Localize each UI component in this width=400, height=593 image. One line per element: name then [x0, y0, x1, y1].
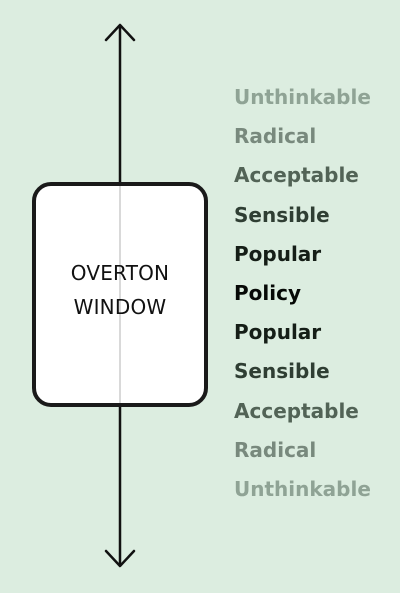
- arrow-down-icon: [104, 549, 136, 568]
- spectrum-label: Acceptable: [234, 163, 359, 188]
- window-label-line2: WINDOW: [73, 295, 167, 319]
- spectrum-label: Policy: [234, 280, 302, 305]
- spectrum-label: Popular: [234, 320, 322, 345]
- spectrum-label: Sensible: [234, 202, 330, 227]
- window-label-line1: OVERTON: [70, 261, 170, 285]
- spectrum-label: Sensible: [234, 359, 330, 384]
- spectrum-label: Popular: [234, 241, 322, 266]
- spectrum-label: Radical: [234, 437, 317, 462]
- spectrum-label: Radical: [234, 124, 317, 149]
- spectrum-label: Unthinkable: [234, 85, 371, 109]
- spectrum-label: Acceptable: [234, 398, 359, 423]
- spectrum-list: Unthinkable Radical Acceptable Sensible …: [234, 82, 371, 513]
- spectrum-label: Unthinkable: [234, 476, 371, 501]
- overton-window-label: OVERTON WINDOW: [36, 256, 204, 324]
- arrow-up-icon: [104, 23, 136, 42]
